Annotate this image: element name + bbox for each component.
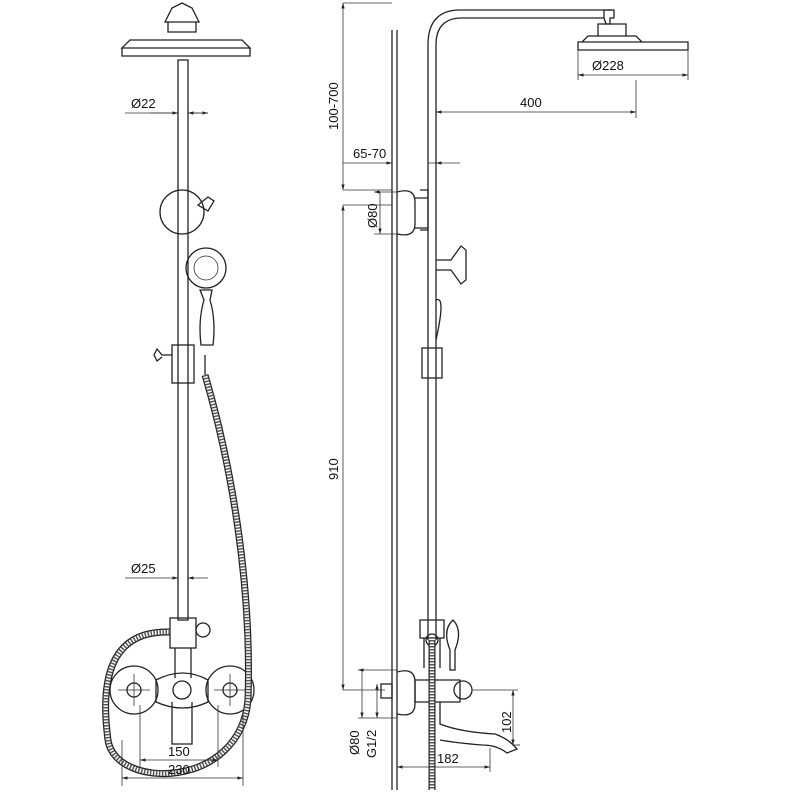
dim-rod-bottom: Ø25 (131, 561, 156, 576)
dim-wall-offset: 65-70 (353, 146, 386, 161)
dim-outer-width: 230 (168, 762, 190, 777)
hand-shower-handle (199, 289, 215, 346)
mixer-body (155, 672, 209, 709)
shower-arm (427, 9, 612, 640)
dim-spout-reach: 182 (437, 751, 459, 766)
spout-side (439, 702, 519, 754)
dim-arm: 400 (520, 95, 542, 110)
flange (396, 670, 416, 716)
slider-side (421, 347, 443, 379)
left-valve (109, 665, 159, 715)
hand-shower-head (185, 247, 227, 289)
rod-bracket (159, 189, 205, 235)
dim-inner-width: 150 (168, 744, 190, 759)
dim-adjust: 100-700 (326, 82, 341, 130)
dim-height: 910 (326, 458, 341, 480)
side-view: 100-700 65-70 Ø80 910 Ø228 400 Ø80 G1/2 … (326, 2, 689, 790)
shower-head-top (163, 2, 201, 33)
dim-bracket: Ø80 (365, 203, 380, 228)
shower-head-front (120, 39, 252, 57)
diverter-handle (446, 619, 460, 671)
dim-flange: Ø80 (347, 730, 362, 755)
hand-shower-holder (436, 245, 467, 285)
wall (391, 30, 398, 790)
right-valve (205, 665, 255, 715)
diverter-side (419, 619, 445, 668)
riser-rod (177, 59, 189, 621)
dim-head: Ø228 (592, 58, 624, 73)
shower-head-side (577, 23, 689, 51)
slider (171, 344, 195, 384)
mixer-side (414, 679, 461, 703)
wall-bracket (396, 190, 428, 236)
diverter (169, 617, 197, 649)
spout (171, 702, 193, 745)
dim-thread: G1/2 (364, 730, 379, 758)
dim-rod-top: Ø22 (131, 96, 156, 111)
dim-spout-height: 102 (499, 711, 514, 733)
front-view: Ø22 Ø25 150 230 (102, 2, 255, 786)
